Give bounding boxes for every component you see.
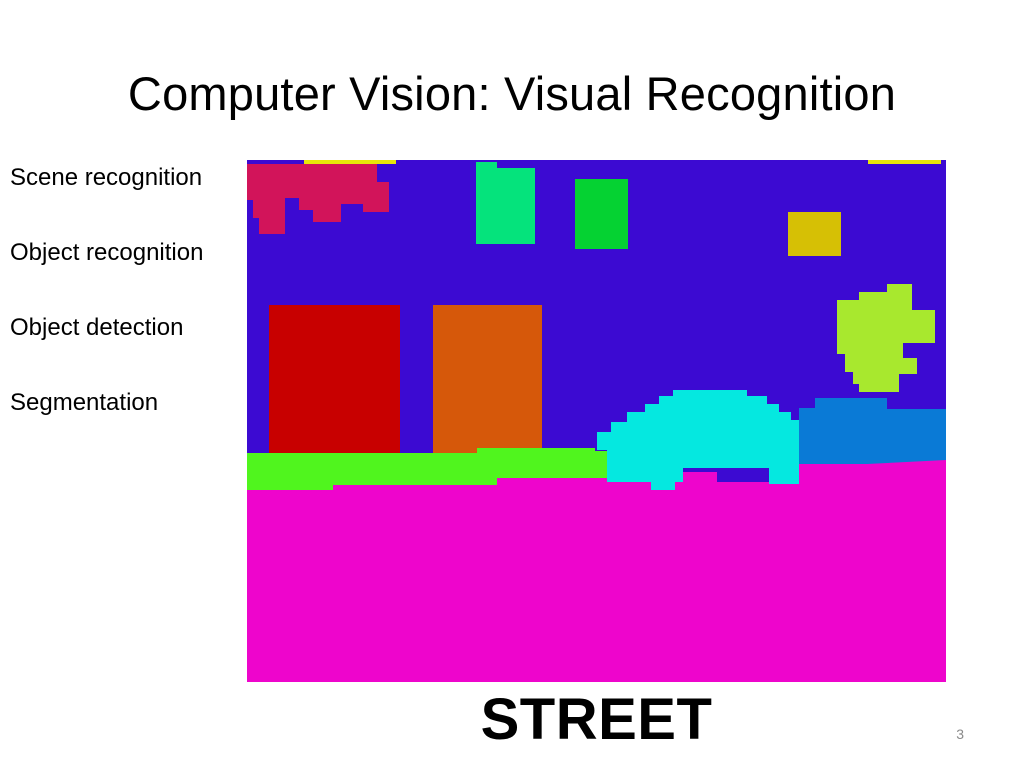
region-grass (247, 448, 607, 490)
bullet-object-detection: Object detection (10, 314, 184, 341)
region-foliage-top-left (247, 164, 389, 234)
region-red-building (269, 305, 400, 455)
region-tree (837, 284, 935, 392)
region-ground (247, 460, 946, 682)
bullet-list: Scene recognition Object recognition Obj… (10, 163, 203, 463)
segmentation-image (247, 160, 946, 682)
region-orange-building (433, 305, 542, 455)
bullet-scene-recognition: Scene recognition (10, 164, 203, 191)
bullet-segmentation: Segmentation (10, 389, 159, 416)
bullet-object-recognition: Object recognition (10, 239, 204, 266)
region-window-green-1 (476, 162, 535, 244)
slide-title: Computer Vision: Visual Recognition (127, 67, 897, 120)
segmentation-map (247, 160, 946, 682)
region-sky-edge-right (868, 160, 941, 164)
scene-label: STREET (480, 687, 713, 752)
region-sky-edge-left (304, 160, 396, 164)
region-car (597, 390, 799, 490)
region-blue-vehicle (799, 398, 946, 480)
region-window-green-2 (575, 179, 628, 249)
region-window-yellow (788, 212, 841, 256)
page-number: 3 (956, 726, 964, 742)
